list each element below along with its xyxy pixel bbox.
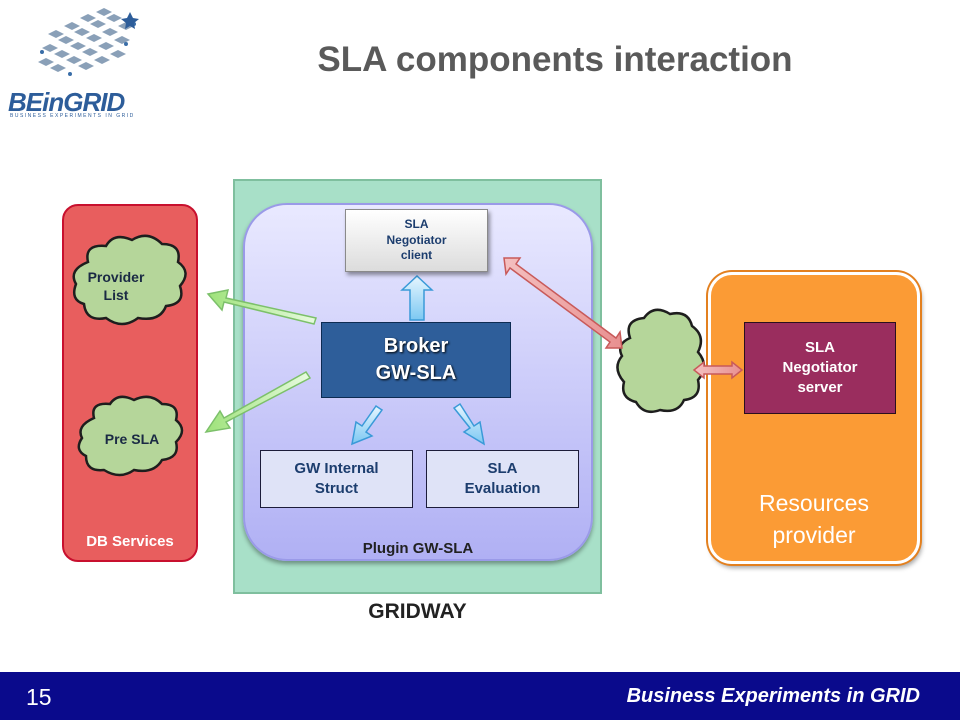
resources-provider-panel: [708, 272, 920, 564]
sla-negotiator-server-box: SLA Negotiator server: [744, 322, 896, 414]
beingrid-logo-graphic: [38, 8, 139, 76]
footer-text: Business Experiments in GRID: [626, 685, 920, 707]
network-cloud: [616, 308, 706, 413]
provider-list-label: Provider List: [87, 269, 145, 304]
broker-gw-sla-box: Broker GW-SLA: [321, 322, 511, 398]
gridway-label: GRIDWAY: [368, 600, 467, 623]
sla-evaluation-box: SLA Evaluation: [426, 450, 579, 508]
plugin-gw-sla-label: Plugin GW-SLA: [362, 540, 474, 557]
slide-title: SLA components interaction: [317, 40, 793, 79]
db-services-label: DB Services: [86, 533, 174, 550]
pre-sla-cloud: [77, 395, 184, 477]
arrow-broker-to-sla-evaluation: [452, 402, 486, 446]
logo-tagline: BUSINESS EXPERIMENTS IN GRID: [10, 113, 135, 119]
gw-internal-struct-box: GW Internal Struct: [260, 450, 413, 508]
provider-list-cloud: [72, 234, 187, 326]
page-number: 15: [26, 684, 52, 710]
resources-provider-label: Resources provider: [759, 490, 869, 549]
arrow-broker-to-pre-sla: [204, 371, 312, 434]
arrow-broker-to-negotiator-client: [400, 274, 434, 321]
arrow-broker-to-provider-list: [206, 289, 317, 325]
sla-negotiator-client-box: SLA Negotiator client: [345, 209, 488, 272]
footer-bar: [0, 672, 960, 720]
arrow-broker-to-gw-internal: [351, 404, 384, 446]
logo-wordmark: BEinGRID: [8, 87, 125, 117]
pre-sla-label: Pre SLA: [104, 431, 160, 447]
arrow-client-to-network: [503, 257, 623, 349]
arrow-network-to-server: [692, 360, 744, 380]
